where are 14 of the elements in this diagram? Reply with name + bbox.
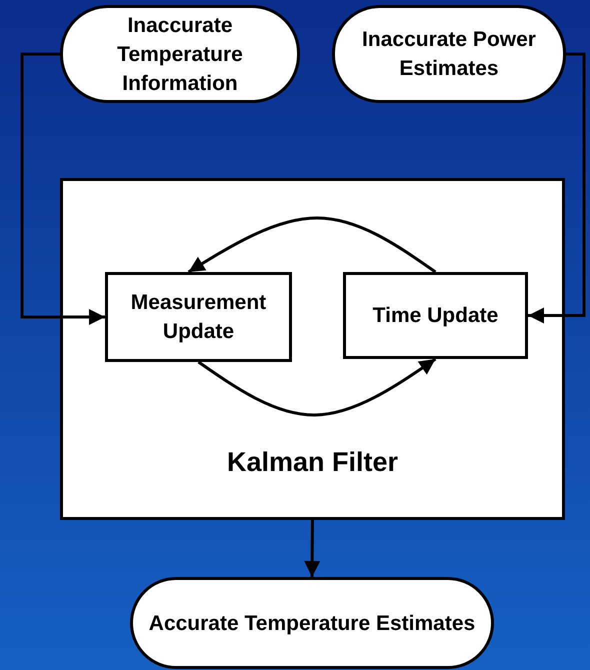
arrow bbox=[188, 216, 436, 274]
node-label: Measurement Update bbox=[130, 290, 268, 345]
arrow bbox=[198, 358, 436, 416]
node-label: Inaccurate Power Estimates bbox=[361, 27, 537, 82]
process-box bbox=[105, 272, 292, 362]
arrow bbox=[304, 520, 320, 578]
filter-box bbox=[60, 178, 565, 520]
node-label: Time Update bbox=[372, 303, 498, 329]
arrow bbox=[20, 52, 105, 325]
node-label: Accurate Temperature Estimates bbox=[148, 610, 476, 636]
arrow bbox=[528, 52, 586, 324]
box-title: Kalman Filter bbox=[226, 448, 400, 477]
node-label: Inaccurate Temperature Information bbox=[116, 12, 244, 96]
process-box bbox=[343, 272, 528, 359]
